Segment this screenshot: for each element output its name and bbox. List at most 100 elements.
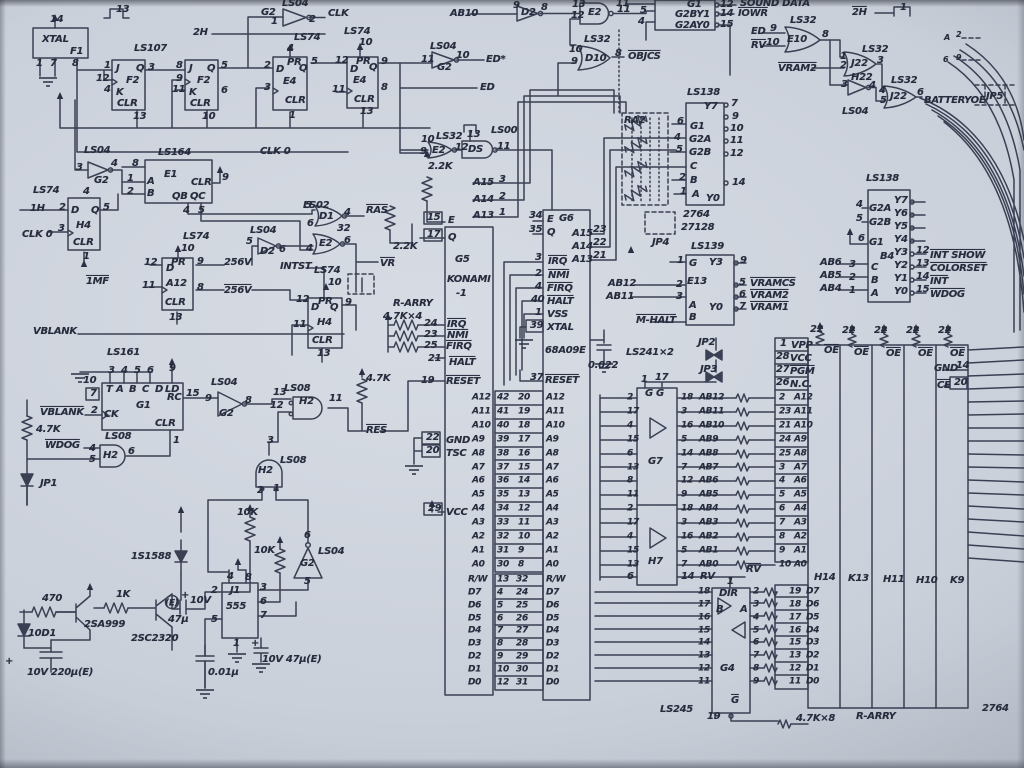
schematic-label: ED* xyxy=(486,53,506,65)
schematic-label: PGM xyxy=(790,365,815,377)
schematic-label: JP4 xyxy=(652,236,670,248)
schematic-label: 2 xyxy=(840,59,847,71)
schematic-label: 3 xyxy=(849,258,856,270)
schematic-label: A3 xyxy=(472,517,485,528)
schematic-label: 2.2K xyxy=(393,240,418,252)
schematic-label: 16 xyxy=(698,612,710,623)
schematic-label: TSC xyxy=(446,447,467,459)
schematic-label: 1K xyxy=(116,588,131,600)
schematic-label: 2 xyxy=(849,271,856,283)
schematic-label: Y0 xyxy=(709,301,723,313)
schematic-label: A5 xyxy=(794,489,807,500)
schematic-label: DIR xyxy=(719,587,738,599)
schematic-label: 2H xyxy=(852,6,867,18)
schematic-label: Q xyxy=(369,61,378,73)
schematic-label: LS04 xyxy=(430,40,457,52)
schematic-label: 27 xyxy=(516,625,528,636)
schematic-label: 8 xyxy=(497,638,503,649)
schematic-label: Y0 xyxy=(894,285,908,297)
schematic-label: 13 xyxy=(360,105,374,117)
schematic-label: A0 xyxy=(472,559,485,570)
schematic-label: 9 xyxy=(497,651,503,662)
schematic-label: 25 xyxy=(779,448,791,459)
schematic-label: A7 xyxy=(794,462,807,473)
schematic-label: 5 xyxy=(497,600,503,611)
schematic-label: 7 xyxy=(90,387,97,399)
schematic-label: A6 xyxy=(546,475,559,486)
schematic-label: D1 xyxy=(546,664,560,675)
schematic-label: 2 xyxy=(956,30,962,40)
schematic-label: 28 xyxy=(516,638,528,649)
schematic-label: 256V xyxy=(224,284,252,296)
schematic-label: QC xyxy=(190,190,206,202)
schematic-label: 14 xyxy=(681,570,695,582)
schematic-label: T xyxy=(106,383,113,395)
schematic-label: XTAL xyxy=(547,321,574,333)
schematic-label: 10 xyxy=(456,49,470,61)
schematic-label: 13 xyxy=(497,574,509,585)
schematic-label: 2 xyxy=(535,267,542,279)
schematic-label: 12 xyxy=(296,293,310,305)
schematic-label: 31 xyxy=(516,677,528,688)
schematic-label: 3 xyxy=(779,462,785,473)
schematic-label: 8 xyxy=(197,281,204,293)
schematic-label: C xyxy=(871,261,879,273)
schematic-label: R/W xyxy=(546,574,566,585)
schematic-label: 8 xyxy=(245,394,252,406)
schematic-label: D10 xyxy=(585,52,607,64)
schematic-label: GND xyxy=(446,434,470,446)
schematic-label: 6 xyxy=(279,243,286,255)
schematic-label: 13 xyxy=(273,386,287,398)
schematic-label: 12 xyxy=(335,54,349,66)
schematic-label: J xyxy=(189,62,193,74)
schematic-label: 12 xyxy=(497,677,509,688)
schematic-label: OE xyxy=(918,347,933,359)
schematic-label: Y5 xyxy=(894,220,908,232)
schematic-label: 9 xyxy=(681,489,687,500)
schematic-label: (E) xyxy=(165,598,179,609)
schematic-label: 5 xyxy=(246,235,253,247)
schematic-label: 11 xyxy=(142,279,156,291)
schematic-label: 8 xyxy=(779,531,785,542)
schematic-label: 13 xyxy=(789,650,801,661)
schematic-label: 11 xyxy=(332,83,346,95)
schematic-label: 2 xyxy=(257,484,264,496)
schematic-label: E xyxy=(448,214,455,226)
schematic-label: 1 xyxy=(173,434,180,446)
schematic-label: Y3 xyxy=(894,246,908,258)
schematic-label: + xyxy=(251,637,260,649)
schematic-label: 42 xyxy=(497,392,509,403)
schematic-label: 22 xyxy=(426,431,440,443)
schematic-label: Q xyxy=(299,62,308,74)
schematic-label: 5 xyxy=(640,4,647,16)
schematic-label: 8 xyxy=(518,559,524,570)
schematic-label: F1 xyxy=(70,45,84,57)
schematic-label: 31 xyxy=(497,545,509,556)
schematic-label: A1 xyxy=(546,545,559,556)
schematic-label: 13 xyxy=(116,3,130,15)
schematic-label: D6 xyxy=(546,600,560,611)
schematic-label: 15 xyxy=(627,545,639,556)
schematic-label: 9 xyxy=(197,255,204,267)
schematic-label: G7 xyxy=(648,455,663,467)
schematic-label: 7 xyxy=(497,625,503,636)
schematic-label: A11 xyxy=(794,406,813,417)
schematic-label: A15 xyxy=(473,176,494,188)
schematic-label: 24 xyxy=(516,587,528,598)
schematic-label: LS138 xyxy=(687,86,720,98)
schematic-label: D5 xyxy=(546,613,560,624)
schematic-label: H7 xyxy=(648,555,663,567)
schematic-label: VCC xyxy=(446,506,468,518)
schematic-label: 14 xyxy=(916,270,930,282)
schematic-label: 47µ xyxy=(168,613,189,625)
schematic-label: 24 xyxy=(779,434,791,445)
schematic-label: 6 xyxy=(147,364,154,376)
schematic-label: E13 xyxy=(687,275,707,287)
schematic-label: 11 xyxy=(421,53,435,65)
schematic-label: 1 xyxy=(499,206,506,218)
schematic-label: 12 xyxy=(681,475,693,486)
schematic-label: 4 xyxy=(89,442,96,454)
schematic-label: K9 xyxy=(950,574,965,586)
schematic-label: K xyxy=(116,86,124,98)
schematic-label: 6 xyxy=(627,448,633,459)
